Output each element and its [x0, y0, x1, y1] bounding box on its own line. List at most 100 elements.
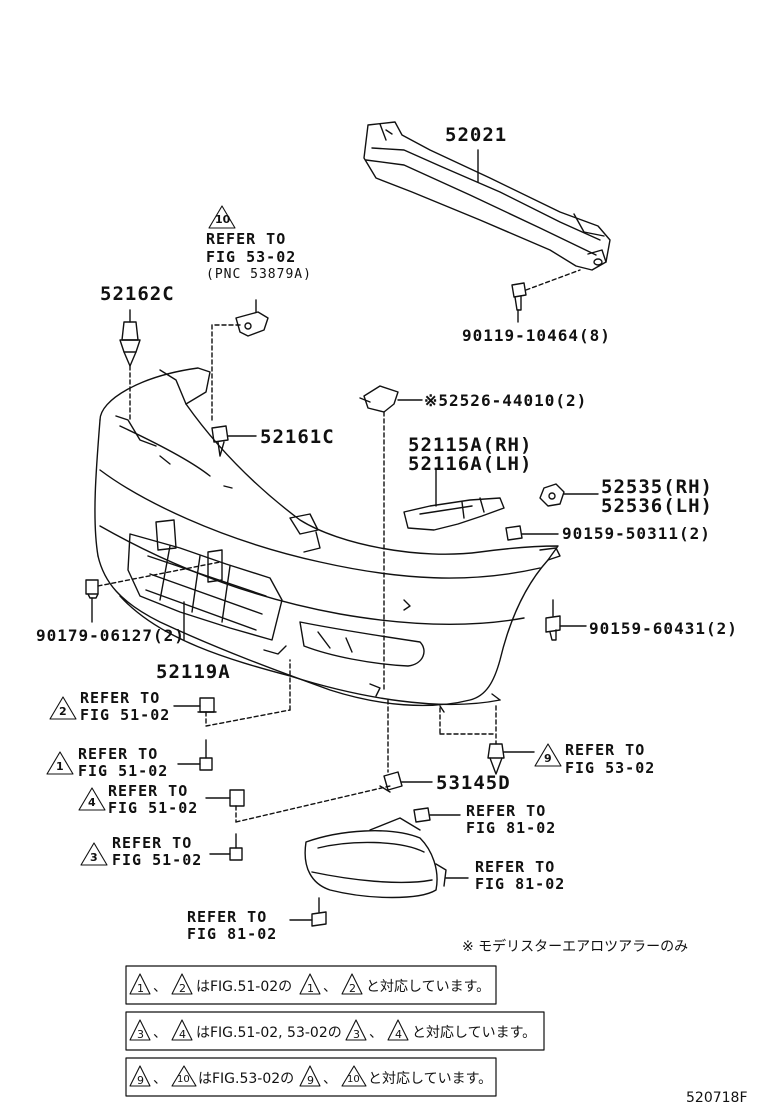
triangle-2-number: 2 [59, 705, 67, 718]
note3-tri-4: 10 [347, 1074, 360, 1085]
part-label-52536[interactable]: 52536(LH) [601, 495, 713, 517]
note-triangle [341, 973, 363, 995]
part-label-52116a[interactable]: 52116A(LH) [408, 453, 533, 475]
modellista-note: ※ モデリスターエアロツアラーのみ [462, 939, 689, 955]
dash-90119 [525, 269, 581, 291]
nut-90179-part [85, 579, 99, 599]
note3-tri-1: 9 [137, 1074, 144, 1087]
bracket-53879a-part [235, 299, 269, 337]
diagram-id: 520718F [686, 1090, 748, 1106]
side-retainer-part [403, 497, 505, 531]
part-label-52526-44010[interactable]: ※52526-44010(2) [424, 391, 588, 410]
triangle-9-number: 9 [544, 752, 552, 765]
clip-52162c-part [119, 321, 141, 367]
triangle-10-number: 10 [215, 213, 231, 226]
triangle-4-number: 4 [88, 796, 96, 809]
clip-52161c-part [211, 425, 229, 457]
note-triangle [341, 1065, 367, 1087]
note-triangle [345, 1019, 367, 1041]
ref-fog-lamp-line2[interactable]: FIG 81-02 [475, 875, 566, 893]
note2-tri-2: 4 [179, 1028, 186, 1041]
fog-lamp-part [304, 817, 447, 899]
note2-separator-2: 、 [369, 1025, 383, 1041]
ref4-line1: REFER TO [108, 782, 189, 800]
retainer-52526-part [359, 385, 399, 413]
bolt-ref1-part [199, 739, 213, 771]
part-label-52021[interactable]: 52021 [445, 124, 508, 146]
note1-tri-3: 1 [307, 982, 314, 995]
ref4-line2[interactable]: FIG 51-02 [108, 799, 199, 817]
note-triangle [171, 1065, 197, 1087]
note-triangle [129, 1019, 151, 1041]
dash-90179 [97, 561, 221, 587]
ref10-line1: REFER TO [206, 230, 287, 248]
note1-middle: はFIG.51-02の [196, 979, 293, 995]
part-label-90159-50311[interactable]: 90159-50311(2) [562, 524, 711, 543]
ref10-line3: (PNC 53879A) [206, 267, 312, 282]
part-label-52162c[interactable]: 52162C [100, 283, 175, 305]
part-label-53145d[interactable]: 53145D [436, 772, 511, 794]
ref-lamp-bolt-line2[interactable]: FIG 81-02 [187, 925, 278, 943]
note3-separator-1: 、 [153, 1071, 167, 1087]
bolt-ref3-part [229, 833, 243, 861]
note3-separator-2: 、 [323, 1071, 337, 1087]
note2-middle: はFIG.51-02, 53-02の [196, 1025, 342, 1041]
ref9-line1: REFER TO [565, 741, 646, 759]
triangle-4 [78, 787, 106, 811]
ref1-line1: REFER TO [78, 745, 159, 763]
ref2-line2[interactable]: FIG 51-02 [80, 706, 171, 724]
dash-ref4-b [235, 785, 391, 823]
note-triangle [299, 1065, 321, 1087]
ref1-line2[interactable]: FIG 51-02 [78, 762, 169, 780]
note-box-3 [125, 1057, 497, 1097]
note-triangle [299, 973, 321, 995]
nut-ref4-part [229, 789, 245, 807]
ref9-line2[interactable]: FIG 53-02 [565, 759, 656, 777]
triangle-10 [208, 205, 236, 229]
note1-separator-1: 、 [153, 979, 167, 995]
ref-fog-lamp-line1: REFER TO [475, 858, 556, 876]
ref-lamp-bolt-line1: REFER TO [187, 908, 268, 926]
note2-end: と対応しています。 [412, 1025, 537, 1041]
part-label-90119-10464[interactable]: 90119-10464(8) [462, 326, 611, 345]
ref2-line1: REFER TO [80, 689, 161, 707]
part-label-52535[interactable]: 52535(RH) [601, 476, 713, 498]
part-label-52115a[interactable]: 52115A(RH) [408, 434, 533, 456]
note3-end: と対応しています。 [368, 1071, 493, 1087]
part-label-52161c[interactable]: 52161C [260, 426, 335, 448]
note3-tri-2: 10 [177, 1074, 190, 1085]
ref10-line2[interactable]: FIG 53-02 [206, 248, 297, 266]
part-label-90159-60431[interactable]: 90159-60431(2) [589, 619, 738, 638]
bolt-90159-60431-part [545, 599, 561, 641]
note2-separator-1: 、 [153, 1025, 167, 1041]
note2-tri-3: 3 [353, 1028, 360, 1041]
note2-tri-4: 4 [395, 1028, 402, 1041]
triangle-3-number: 3 [90, 851, 98, 864]
note-triangle [387, 1019, 409, 1041]
bumper-cover-part [94, 367, 561, 713]
note-box-1 [125, 965, 497, 1005]
note3-middle: はFIG.53-02の [198, 1071, 295, 1087]
ref-lamp-clip-line2[interactable]: FIG 81-02 [466, 819, 557, 837]
bracket-53145d-part [379, 771, 403, 793]
note-box-2 [125, 1011, 545, 1051]
bolt-90119-part [511, 282, 527, 311]
ref-lamp-clip-line1: REFER TO [466, 802, 547, 820]
note-triangle [171, 973, 193, 995]
nut-ref2-part [197, 697, 217, 713]
note-triangle [171, 1019, 193, 1041]
triangle-1 [46, 751, 74, 775]
note1-separator-2: 、 [323, 979, 337, 995]
note1-end: と対応しています。 [366, 979, 491, 995]
ref3-line2[interactable]: FIG 51-02 [112, 851, 203, 869]
note1-tri-4: 2 [349, 982, 356, 995]
triangle-9 [534, 743, 562, 767]
screw-90159-50311-part [505, 525, 523, 541]
part-label-52119a[interactable]: 52119A [156, 661, 231, 683]
triangle-2 [49, 696, 77, 720]
clip-ref9-part [487, 743, 505, 775]
nut-52535-part [539, 483, 565, 507]
part-label-90179-06127[interactable]: 90179-06127(2) [36, 626, 185, 645]
